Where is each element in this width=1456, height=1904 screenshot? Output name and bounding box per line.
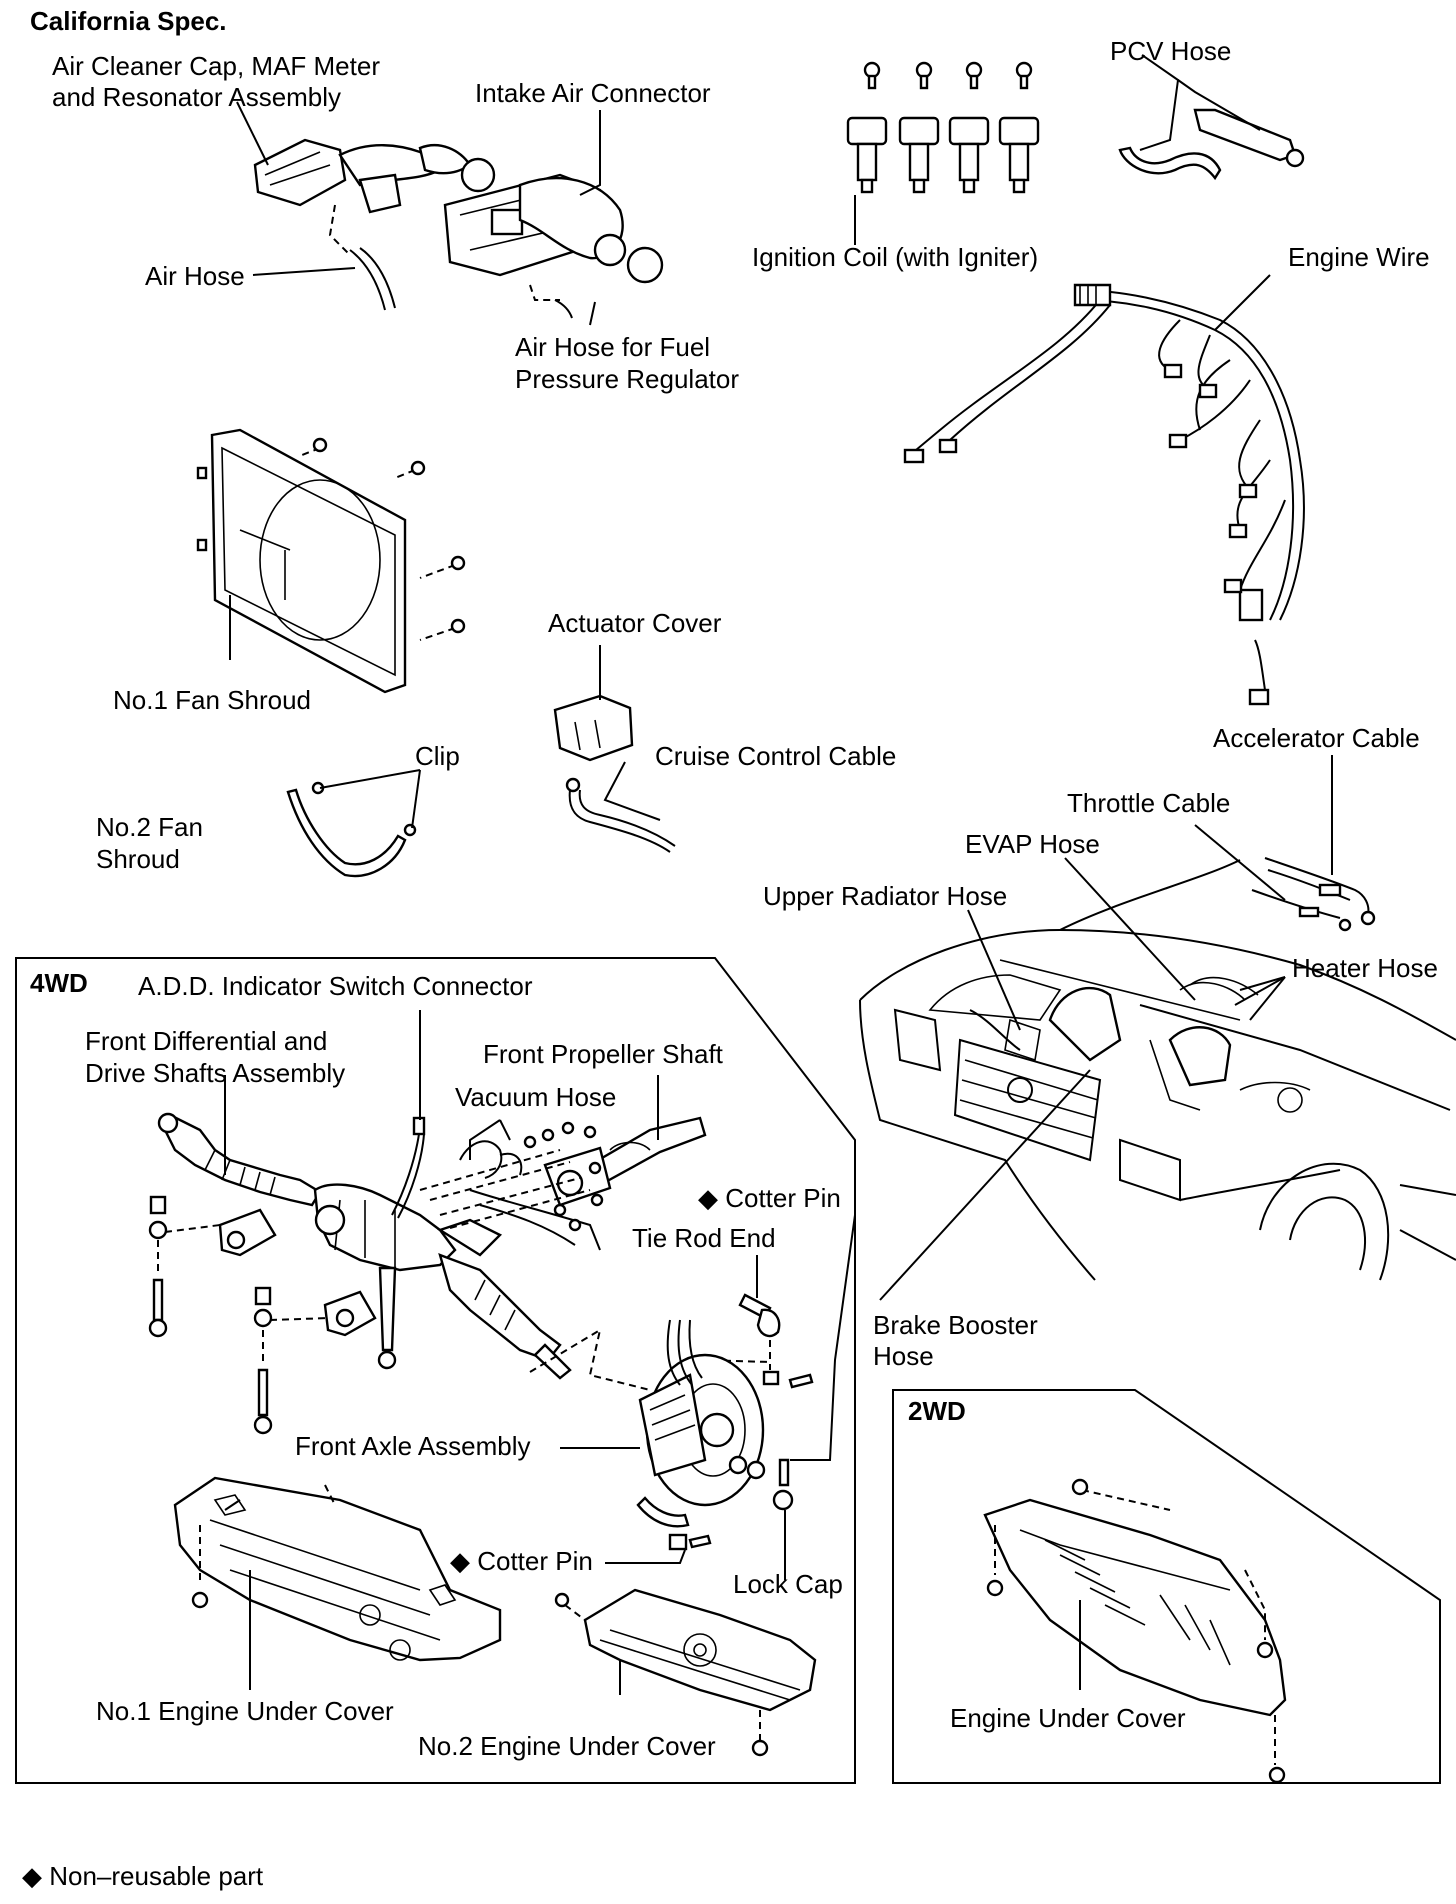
brake-booster-label-line1: Brake Booster [873, 1310, 1038, 1340]
tie-rod-end-label: Tie Rod End [632, 1223, 776, 1253]
no1-engine-under-cover-label: No.1 Engine Under Cover [96, 1696, 394, 1726]
actuator-cover-label: Actuator Cover [548, 608, 722, 638]
accelerator-cable-drawing [1251, 857, 1376, 932]
lock-cap-label: Lock Cap [733, 1569, 843, 1599]
cruise-control-cable-label: Cruise Control Cable [655, 741, 896, 771]
air-cleaner-assembly-drawing [253, 138, 664, 319]
cotter-pin-top-label: ◆ Cotter Pin [698, 1183, 841, 1213]
cotter-pin-bottom-label: ◆ Cotter Pin [450, 1546, 593, 1576]
non-reusable-footnote: ◆ Non–reusable part [22, 1861, 264, 1891]
no2-fan-shroud-label-line1: No.2 Fan [96, 812, 203, 842]
throttle-cable-label: Throttle Cable [1067, 788, 1230, 818]
add-indicator-label: A.D.D. Indicator Switch Connector [138, 971, 533, 1001]
vacuum-hose-label: Vacuum Hose [455, 1082, 616, 1112]
brake-booster-label-line2: Hose [873, 1341, 934, 1371]
no2-fan-shroud-label-line2: Shroud [96, 844, 180, 874]
california-spec-heading: California Spec. [30, 6, 227, 36]
actuator-cover-drawing [553, 694, 634, 762]
no1-engine-under-cover-drawing [173, 1476, 502, 1662]
air-cleaner-label-line2: and Resonator Assembly [52, 82, 341, 112]
leader-lines [224, 54, 1333, 1695]
front-differential-label-line1: Front Differential and [85, 1026, 327, 1056]
cruise-control-cable-drawing [565, 777, 676, 853]
box-4wd-heading: 4WD [30, 968, 88, 998]
no1-fan-shroud-label: No.1 Fan Shroud [113, 685, 311, 715]
upper-radiator-hose-label: Upper Radiator Hose [763, 881, 1007, 911]
no2-engine-under-cover-drawing [554, 1588, 817, 1757]
front-differential-drawing [157, 1112, 572, 1380]
air-hose-label: Air Hose [145, 261, 245, 291]
front-differential-label-line2: Drive Shafts Assembly [85, 1058, 345, 1088]
air-cleaner-label-line1: Air Cleaner Cap, MAF Meter [52, 51, 380, 81]
engine-wire-label: Engine Wire [1288, 242, 1430, 272]
engine-under-cover-drawing [983, 1478, 1287, 1784]
diff-mount-bolts [148, 1121, 651, 1435]
heater-hose-label: Heater Hose [1292, 953, 1438, 983]
pcv-hose-label: PCV Hose [1110, 36, 1231, 66]
vacuum-hose-drawing [459, 1140, 601, 1251]
vehicle-front-drawing [859, 859, 1456, 1281]
front-axle-assembly-label: Front Axle Assembly [295, 1431, 531, 1461]
engine-under-cover-label: Engine Under Cover [950, 1703, 1186, 1733]
front-axle-assembly-drawing [636, 1319, 794, 1551]
add-indicator-connector-drawing [391, 1116, 426, 1219]
accelerator-cable-label: Accelerator Cable [1213, 723, 1420, 753]
ignition-coil-label: Ignition Coil (with Igniter) [752, 242, 1038, 272]
box-2wd-heading: 2WD [908, 1396, 966, 1426]
air-hose-fpr-label-line2: Pressure Regulator [515, 364, 739, 394]
intake-air-connector-label: Intake Air Connector [475, 78, 711, 108]
air-hose-fpr-label-line1: Air Hose for Fuel [515, 332, 710, 362]
no2-engine-under-cover-label: No.2 Engine Under Cover [418, 1731, 716, 1761]
engine-wire-drawing [903, 283, 1305, 706]
clip-label: Clip [415, 741, 460, 771]
evap-hose-label: EVAP Hose [965, 829, 1100, 859]
ignition-coil-drawing [846, 61, 1040, 194]
diagram-labels: California Spec. Air Cleaner Cap, MAF Me… [22, 6, 1438, 1891]
box-4wd-outline [15, 957, 856, 1784]
pcv-hose-drawing [1118, 108, 1305, 181]
front-propeller-shaft-label: Front Propeller Shaft [483, 1039, 724, 1069]
tie-rod-end-drawing [699, 1293, 814, 1389]
box-2wd-outline [892, 1389, 1441, 1784]
no1-fan-shroud-drawing [196, 428, 466, 694]
no2-fan-shroud-drawing [286, 781, 417, 878]
